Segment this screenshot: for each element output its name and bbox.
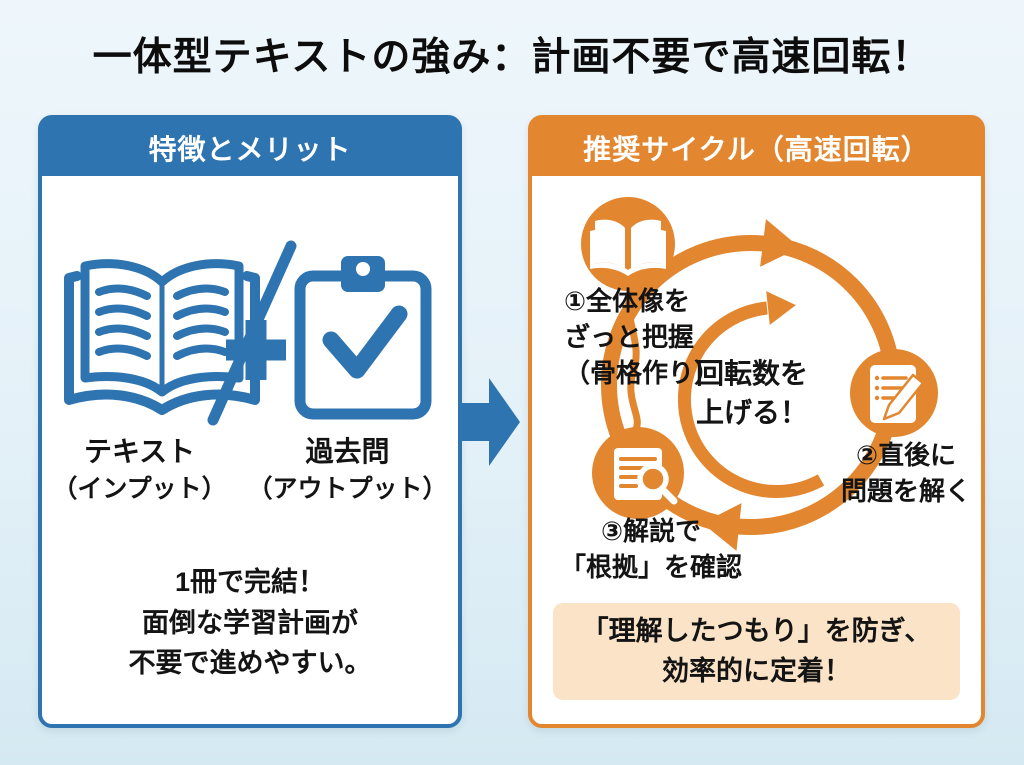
- features-panel-body: テキスト （インプット） 過去問 （アウトプット） 1冊で完結！ 面倒な学習計画…: [42, 176, 458, 724]
- clipboard-check-icon: [294, 256, 432, 420]
- step-label-1: ①全体像を ざっと把握 （骨格作り）: [564, 286, 721, 388]
- open-book-icon: [590, 219, 666, 276]
- takeaway-text: 「理解したつもり」を防ぎ、 効率的に定着！: [581, 616, 932, 686]
- features-panel: 特徴とメリット: [38, 115, 462, 728]
- step-node-1: [581, 197, 675, 291]
- summary-text: 1冊で完結！ 面倒な学習計画が 不要で進めやすい。: [128, 567, 372, 678]
- textbook-item: テキスト （インプット）: [52, 434, 226, 505]
- cycle-arrowheads: [702, 219, 800, 551]
- note-pencil-icon: [870, 365, 925, 423]
- page-title: 一体型テキストの強み：計画不要で高速回転！: [92, 36, 932, 79]
- item-row: テキスト （インプット） 過去問 （アウトプット）: [42, 434, 458, 505]
- cycle-left-connector: [625, 284, 641, 433]
- takeaway-box: 「理解したつもり」を防ぎ、 効率的に定着！: [553, 603, 960, 700]
- document-magnifier-icon: [614, 448, 678, 505]
- right-arrow-icon: [462, 378, 520, 466]
- pencil-slash-icon: [207, 240, 297, 426]
- cycle-panel-header: 推奨サイクル（高速回転）: [532, 119, 981, 176]
- step-label-3: ③解説で 「根拠」を確認: [559, 516, 742, 582]
- step-node-2: [850, 349, 938, 437]
- open-book-icon: [64, 259, 260, 415]
- past-questions-item: 過去問 （アウトプット）: [248, 434, 448, 505]
- step-label-2: ②直後に 問題を解く: [840, 440, 971, 506]
- item-sublabel: （インプット）: [52, 475, 227, 503]
- item-label: 過去問: [305, 436, 390, 467]
- textbook-plus-workbook-illustration: [64, 240, 432, 426]
- cycle-diagram: [581, 197, 938, 551]
- cycle-panel: 推奨サイクル（高速回転）: [528, 115, 985, 728]
- item-label: テキスト: [83, 436, 196, 467]
- step-node-3: [592, 427, 684, 519]
- item-sublabel: （アウトプット）: [247, 475, 448, 503]
- features-panel-header: 特徴とメリット: [42, 119, 458, 176]
- cycle-panel-body: 回転数を 上げる！ ①全体像を ざっと把握 （骨格作り） ②直後に 問題を解く …: [532, 176, 981, 724]
- cycle-center-text: 回転数を 上げる！: [695, 358, 808, 429]
- cycle-inner-arrow: [677, 291, 825, 499]
